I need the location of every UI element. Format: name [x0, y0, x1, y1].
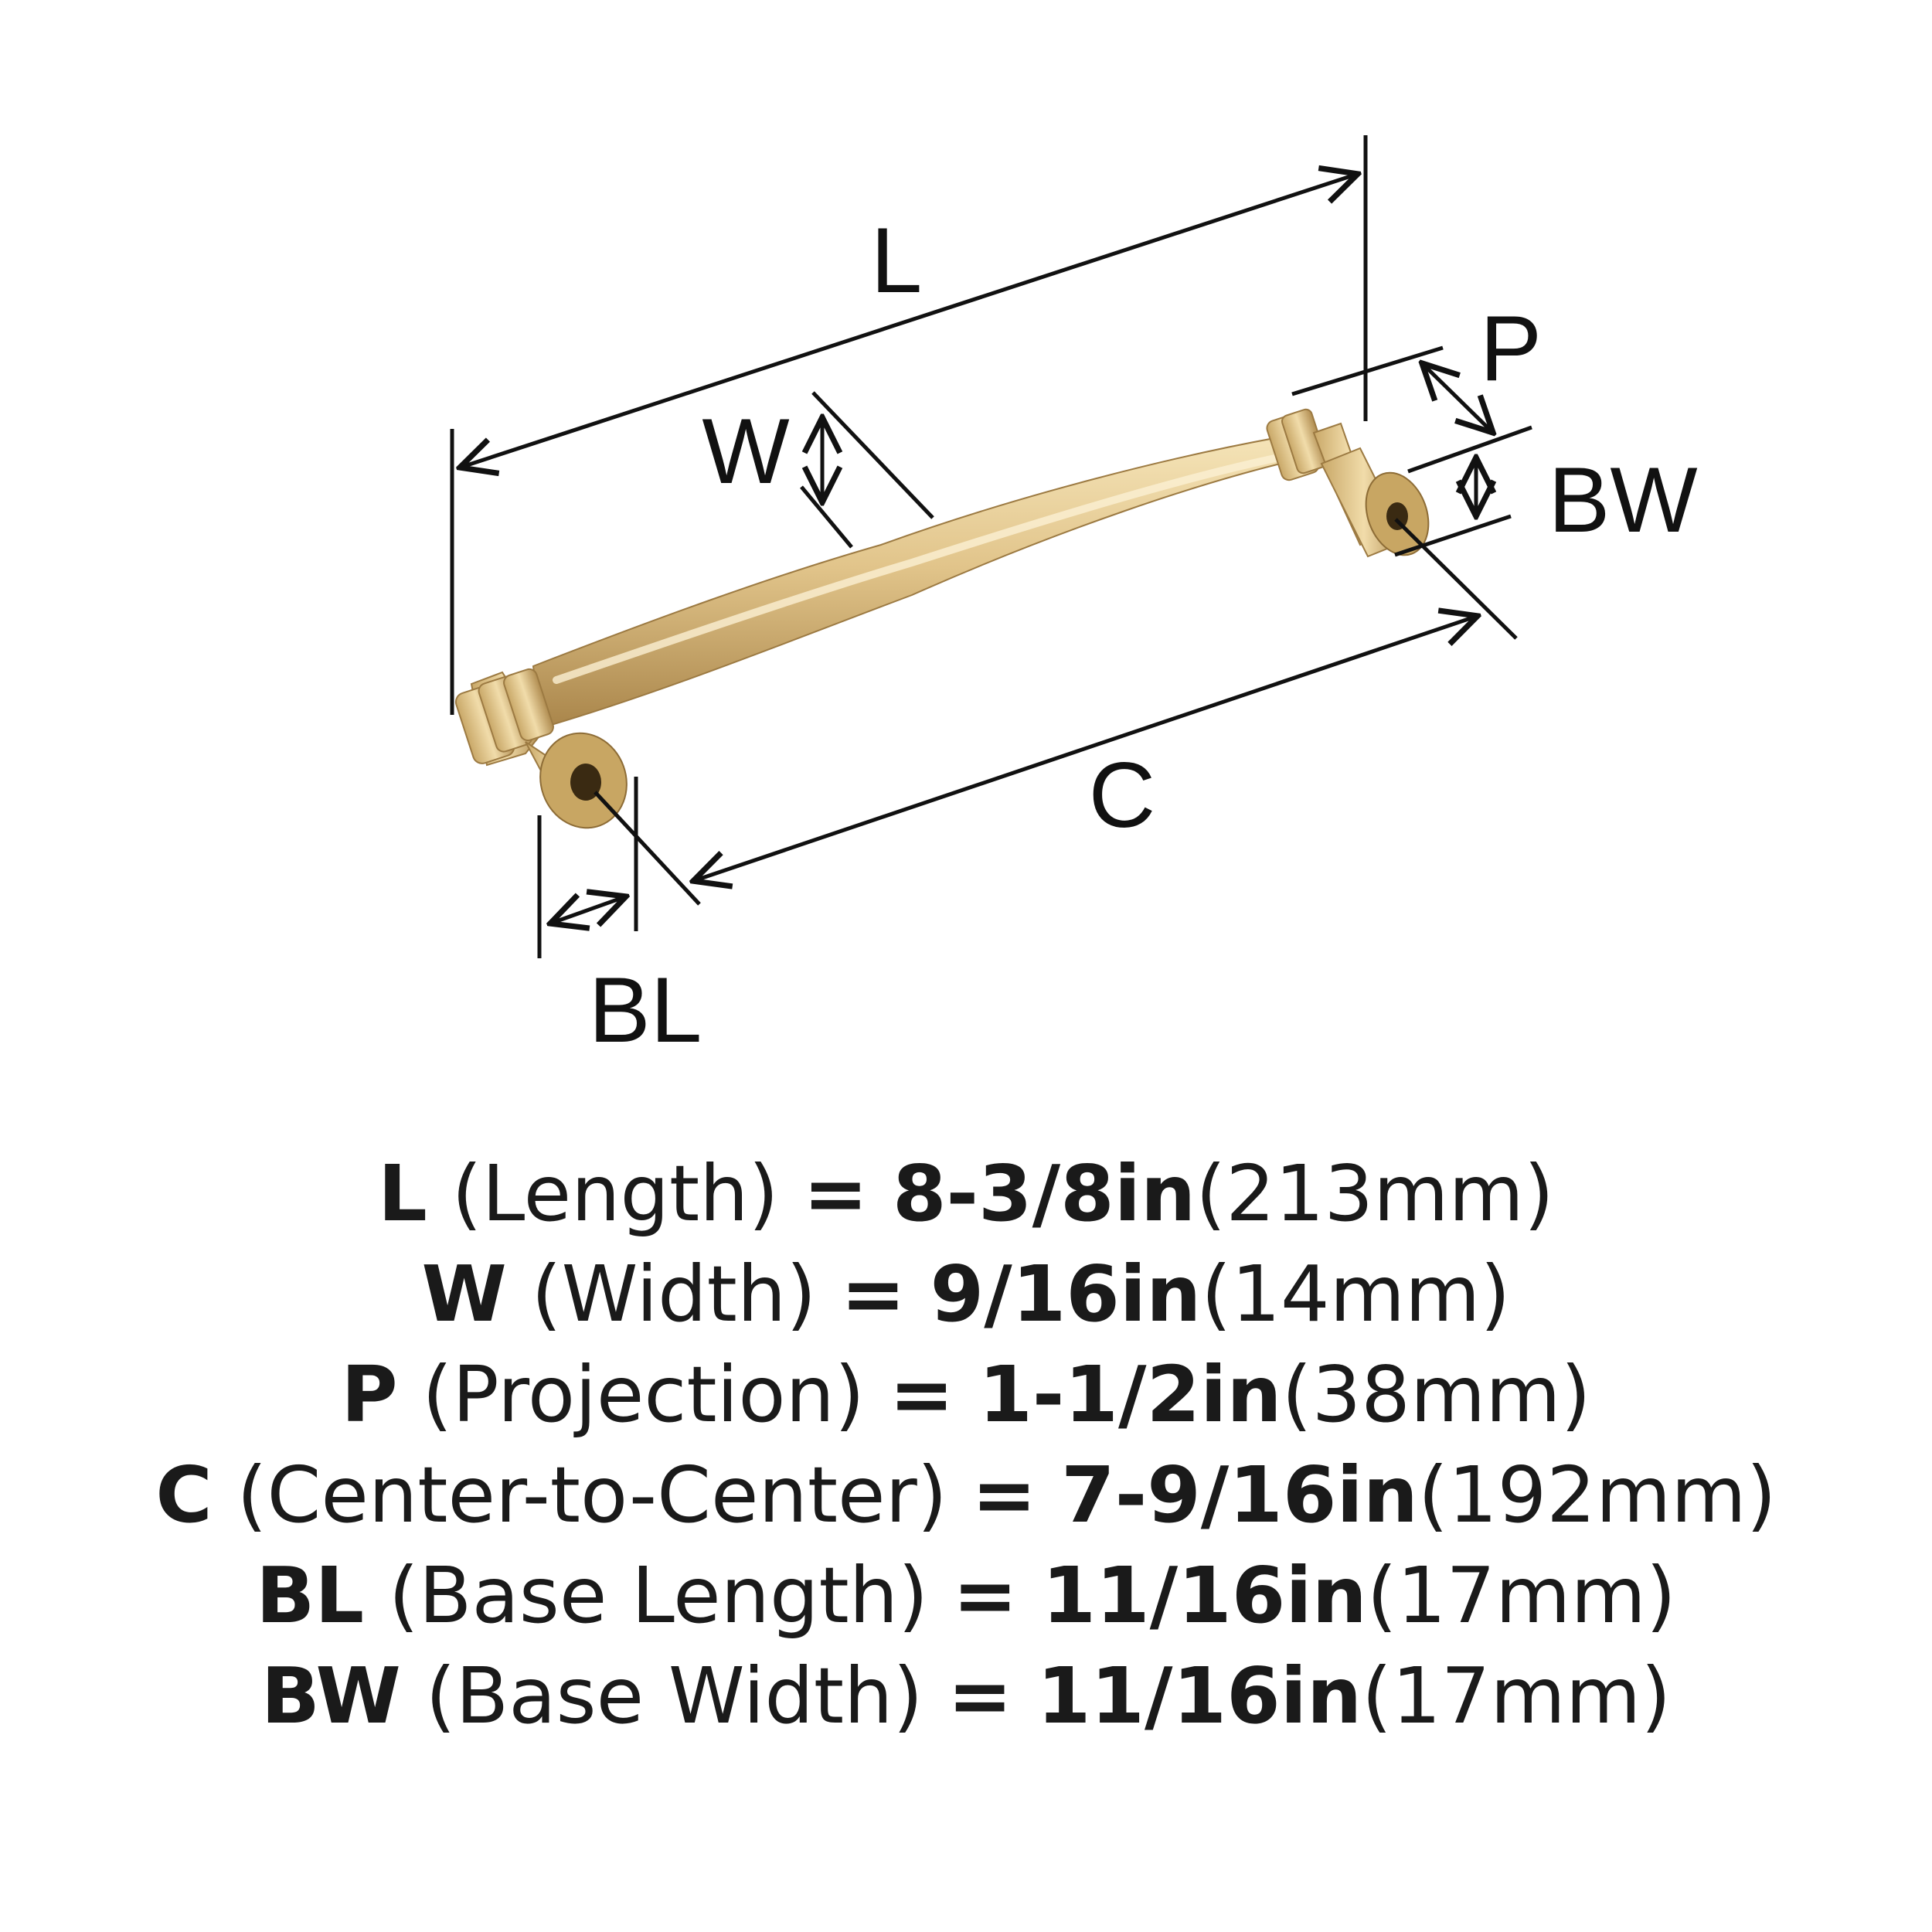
- spec-letter: C: [155, 1450, 213, 1540]
- projection-extension-upper: [1291, 345, 1444, 396]
- spec-metric-value: (192mm): [1417, 1450, 1777, 1540]
- spec-name: (Length): [451, 1148, 779, 1239]
- spec-imperial-value: 7-9/16in: [1061, 1450, 1418, 1540]
- spec-equals: =: [971, 1450, 1037, 1540]
- spec-row-projection: P (Projection) = 1-1/2in(38mm): [0, 1345, 1932, 1445]
- spec-letter: L: [378, 1148, 427, 1239]
- spec-metric-value: (17mm): [1366, 1550, 1676, 1641]
- label-projection: P: [1480, 297, 1542, 400]
- spec-metric-value: (38mm): [1281, 1349, 1591, 1440]
- spec-metric-value: (14mm): [1201, 1249, 1511, 1339]
- spec-row-center-to-center: C (Center-to-Center) = 7-9/16in(192mm): [0, 1445, 1932, 1546]
- spec-equals: =: [803, 1148, 869, 1239]
- spec-equals: =: [947, 1651, 1013, 1741]
- spec-row-base-width: BW (Base Width) = 11/16in(17mm): [0, 1646, 1932, 1747]
- base-width-extension-lower: [1394, 514, 1512, 557]
- spec-equals: =: [841, 1249, 906, 1339]
- width-extension-upper: [811, 391, 934, 519]
- label-width: W: [702, 400, 789, 503]
- spec-metric-value: (17mm): [1362, 1651, 1672, 1741]
- spec-metric-value: (213mm): [1196, 1148, 1554, 1239]
- length-dimension-arrow: [460, 174, 1358, 468]
- spec-equals: =: [889, 1349, 954, 1440]
- handle-pull-illustration: [454, 408, 1430, 829]
- spec-name: (Projection): [422, 1349, 865, 1440]
- spec-letter: W: [421, 1249, 507, 1339]
- label-base-length: BL: [589, 958, 702, 1062]
- projection-extension-lower: [1407, 425, 1532, 474]
- dimension-specifications: L (Length) = 8-3/8in(213mm) W (Width) = …: [0, 1144, 1932, 1747]
- center-dimension-arrow: [693, 616, 1478, 881]
- projection-dimension-arrow: [1422, 363, 1493, 433]
- dimension-diagram: L W P BW C BL: [450, 135, 1698, 1062]
- spec-equals: =: [952, 1550, 1018, 1641]
- spec-imperial-value: 1-1/2in: [978, 1349, 1282, 1440]
- spec-row-base-length: BL (Base Length) = 11/16in(17mm): [0, 1546, 1932, 1646]
- spec-imperial-value: 11/16in: [1036, 1651, 1362, 1741]
- spec-name: (Width): [531, 1249, 817, 1339]
- center-extension-left: [594, 791, 701, 906]
- spec-name: (Center-to-Center): [236, 1450, 947, 1540]
- spec-imperial-value: 8-3/8in: [892, 1148, 1196, 1239]
- spec-imperial-value: 9/16in: [930, 1249, 1202, 1339]
- spec-row-length: L (Length) = 8-3/8in(213mm): [0, 1144, 1932, 1244]
- label-length: L: [871, 209, 923, 312]
- spec-row-width: W (Width) = 9/16in(14mm): [0, 1244, 1932, 1345]
- spec-name: (Base Width): [425, 1651, 923, 1741]
- dimension-lines: [450, 135, 1532, 958]
- spec-imperial-value: 11/16in: [1042, 1550, 1367, 1641]
- width-extension-lower: [800, 485, 853, 549]
- label-base-width: BW: [1548, 448, 1697, 552]
- spec-name: (Base Length): [388, 1550, 929, 1641]
- spec-letter: BW: [260, 1651, 401, 1741]
- left-end-collar: [454, 668, 554, 767]
- spec-letter: P: [341, 1349, 398, 1440]
- label-center: C: [1089, 743, 1156, 847]
- spec-letter: BL: [256, 1550, 365, 1641]
- base-length-dimension-arrow: [550, 896, 626, 923]
- center-extension-right: [1394, 518, 1518, 640]
